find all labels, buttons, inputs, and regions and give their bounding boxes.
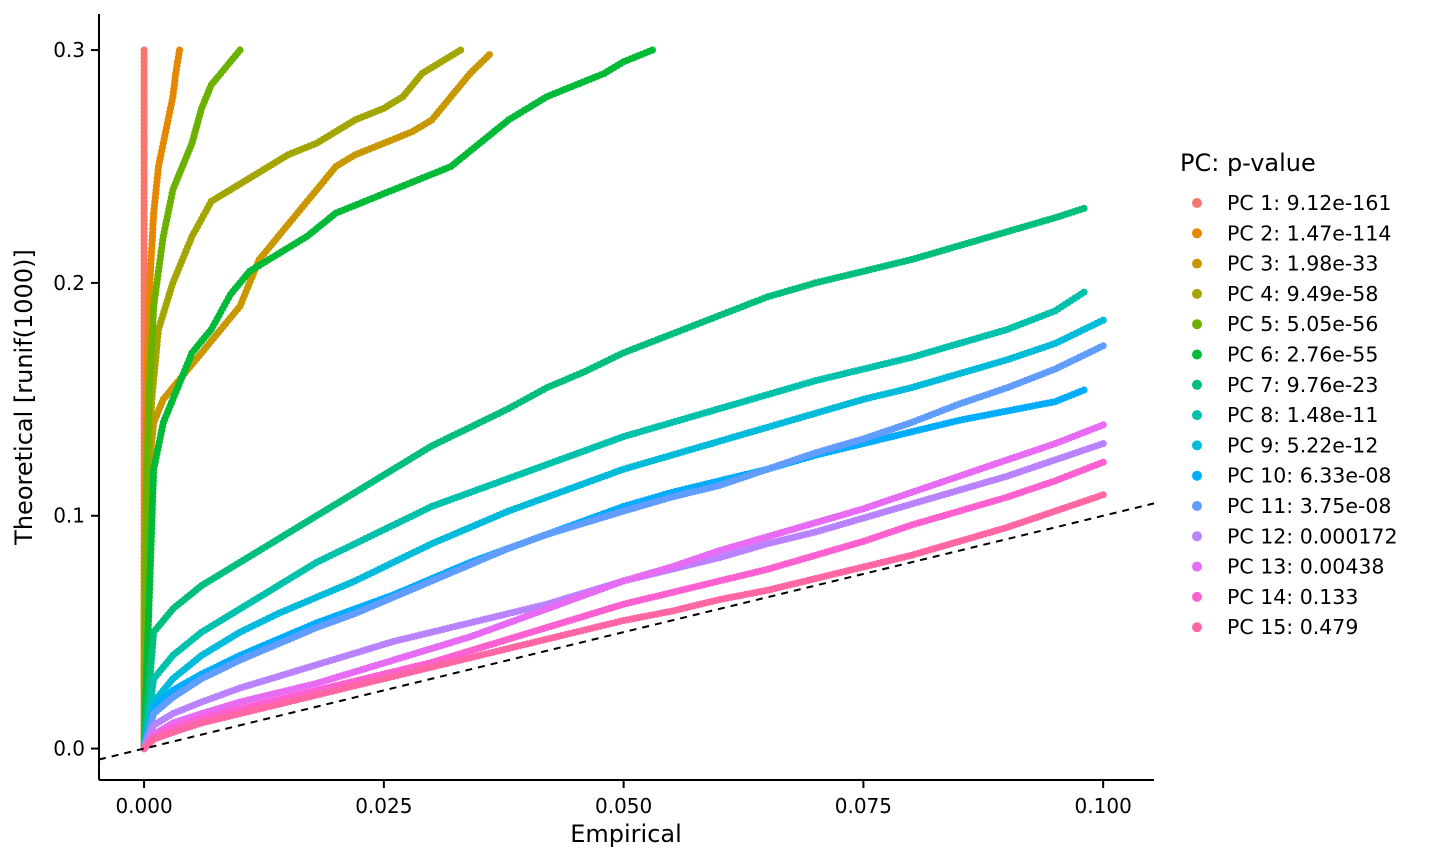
legend-item: PC 1: 9.12e-161 [1192, 191, 1391, 215]
legend-items: PC 1: 9.12e-161 PC 2: 1.47e-114 PC 3: 1.98… [1192, 191, 1398, 639]
legend-key-dot [1192, 561, 1202, 572]
legend-label: PC 1: 9.12e-161 [1227, 191, 1391, 215]
y-tick-label: 0.1 [53, 504, 85, 528]
legend-key-dot [1192, 228, 1202, 239]
legend-label: PC 12: 0.000172 [1227, 524, 1398, 548]
legend-label: PC 4: 9.49e-58 [1227, 282, 1378, 306]
data-point [1099, 342, 1107, 350]
legend-label: PC 7: 9.76e-23 [1227, 373, 1378, 397]
series-5 [140, 46, 244, 753]
legend-label: PC 11: 3.75e-08 [1227, 494, 1391, 518]
legend-key-dot [1192, 379, 1202, 390]
legend-key-dot [1192, 410, 1202, 421]
x-tick-label: 0.000 [115, 794, 172, 818]
y-tick-label: 0.0 [53, 737, 85, 761]
legend-item: PC 14: 0.133 [1192, 585, 1358, 609]
x-axis-title: Empirical [570, 820, 682, 848]
reference-line [98, 502, 1155, 761]
legend-label: PC 13: 0.00438 [1227, 555, 1384, 579]
legend-key-dot [1192, 622, 1202, 633]
legend-label: PC 2: 1.47e-114 [1227, 221, 1391, 245]
legend-label: PC 14: 0.133 [1227, 585, 1358, 609]
legend-title: PC: p-value [1180, 149, 1316, 177]
data-point [1099, 421, 1107, 429]
series-11 [140, 342, 1107, 753]
legend-label: PC 10: 6.33e-08 [1227, 464, 1391, 488]
x-tick-label: 0.025 [355, 794, 412, 818]
y-axis-ticks: 0.0 0.1 0.2 0.3 [53, 38, 99, 761]
series-13 [140, 421, 1107, 753]
series-8 [140, 288, 1088, 753]
legend-key-dot [1192, 591, 1202, 602]
legend-label: PC 6: 2.76e-55 [1227, 343, 1378, 367]
legend-item: PC 15: 0.479 [1192, 615, 1358, 639]
legend-key-dot [1192, 531, 1202, 542]
data-point [1099, 440, 1107, 448]
legend-item: PC 3: 1.98e-33 [1192, 252, 1378, 276]
legend-item: PC 7: 9.76e-23 [1192, 373, 1378, 397]
series-14 [140, 458, 1107, 753]
legend-key-dot [1192, 470, 1202, 481]
legend-item: PC 5: 5.05e-56 [1192, 312, 1378, 336]
legend: PC: p-value PC 1: 9.12e-161 PC 2: 1.47e-1… [1180, 149, 1398, 639]
data-point [140, 46, 148, 54]
legend-item: PC 4: 9.49e-58 [1192, 282, 1378, 306]
data-point [176, 46, 184, 54]
data-point [1080, 288, 1088, 296]
data-point [1099, 491, 1107, 499]
data-point [236, 46, 244, 54]
legend-label: PC 8: 1.48e-11 [1227, 403, 1378, 427]
data-point [457, 46, 465, 54]
legend-item: PC 8: 1.48e-11 [1192, 403, 1378, 427]
legend-key-dot [1192, 258, 1202, 269]
legend-item: PC 11: 3.75e-08 [1192, 494, 1391, 518]
legend-key-dot [1192, 319, 1202, 330]
legend-item: PC 2: 1.47e-114 [1192, 221, 1391, 245]
legend-key-dot [1192, 440, 1202, 451]
y-tick-label: 0.3 [53, 38, 85, 62]
data-point [1099, 458, 1107, 466]
x-tick-label: 0.075 [835, 794, 892, 818]
legend-item: PC 12: 0.000172 [1192, 524, 1398, 548]
legend-label: PC 9: 5.22e-12 [1227, 433, 1378, 457]
legend-item: PC 10: 6.33e-08 [1192, 464, 1391, 488]
y-axis-title: Theoretical [runif(1000)] [10, 249, 38, 546]
x-tick-label: 0.050 [595, 794, 652, 818]
legend-item: PC 6: 2.76e-55 [1192, 343, 1378, 367]
series-15 [140, 491, 1107, 753]
legend-key-dot [1192, 501, 1202, 511]
data-point [1080, 204, 1088, 212]
x-axis-ticks: 0.000 0.025 0.050 0.075 0.100 [115, 780, 1132, 818]
legend-label: PC 3: 1.98e-33 [1227, 252, 1378, 276]
legend-key-dot [1192, 288, 1202, 299]
points-layer [140, 46, 1107, 753]
data-point [1099, 316, 1107, 324]
legend-label: PC 5: 5.05e-56 [1227, 312, 1378, 336]
legend-item: PC 13: 0.00438 [1192, 555, 1384, 579]
data-point [648, 46, 657, 54]
y-tick-label: 0.2 [53, 271, 85, 295]
x-tick-label: 0.100 [1075, 794, 1132, 818]
legend-label: PC 15: 0.479 [1227, 615, 1358, 639]
data-point [485, 51, 493, 59]
data-point [1080, 386, 1088, 394]
legend-key-dot [1192, 349, 1202, 360]
legend-item: PC 9: 5.22e-12 [1192, 433, 1378, 457]
legend-key-dot [1192, 198, 1202, 208]
